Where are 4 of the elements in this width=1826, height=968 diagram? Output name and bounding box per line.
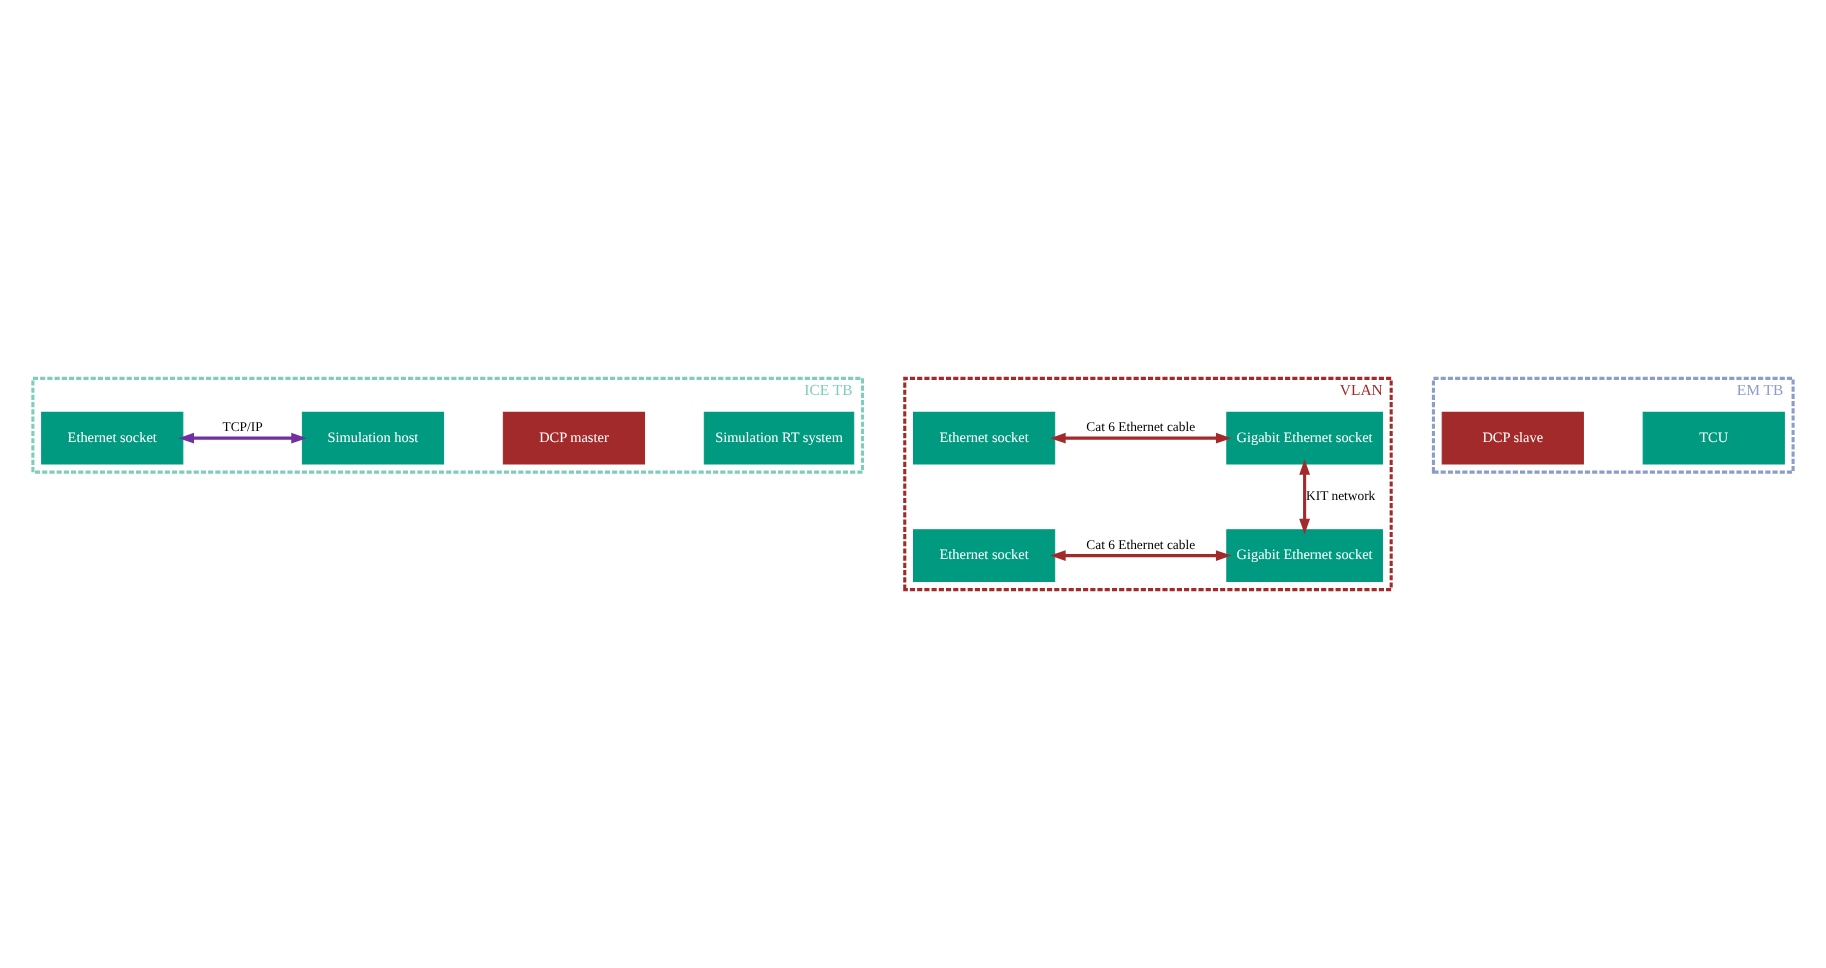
arrow: [1050, 432, 1232, 444]
arrow: [1050, 550, 1232, 562]
arrow: [178, 432, 307, 444]
arrow: [1299, 459, 1311, 535]
